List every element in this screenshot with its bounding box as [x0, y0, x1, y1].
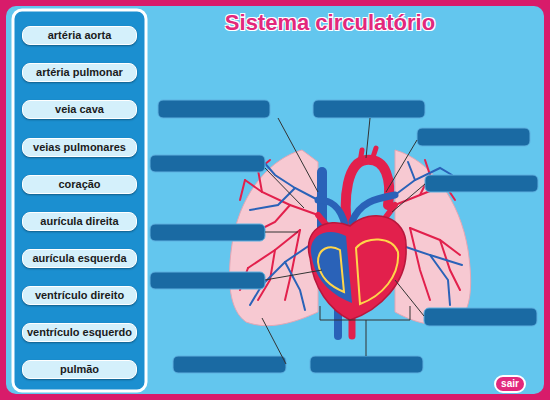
word-button: pulmão — [22, 360, 137, 379]
word-button: coração — [22, 175, 137, 194]
word-button: aurícula direita — [22, 212, 137, 231]
button-label: sair — [501, 379, 519, 389]
button-label: aurícula direita — [40, 216, 118, 227]
button-label: veia cava — [55, 104, 104, 115]
exit-button: sair — [494, 375, 526, 393]
word-button: aurícula esquerda — [22, 249, 137, 268]
word-button: ventrículo esquerdo — [22, 323, 137, 342]
word-button: artéria pulmonar — [22, 63, 137, 82]
button-label: ventrículo direito — [35, 290, 124, 301]
button-label: pulmão — [60, 364, 99, 375]
button-label: ventrículo esquerdo — [27, 327, 132, 338]
word-button: artéria aorta — [22, 26, 137, 45]
button-label: coração — [58, 179, 100, 190]
page-title: Sistema circulatório — [160, 10, 500, 36]
button-label: artéria aorta — [48, 30, 112, 41]
button-label: veias pulmonares — [33, 142, 126, 153]
word-button: veias pulmonares — [22, 138, 137, 157]
word-button: ventrículo direito — [22, 286, 137, 305]
button-label: aurícula esquerda — [32, 253, 126, 264]
word-button: veia cava — [22, 100, 137, 119]
button-label: artéria pulmonar — [36, 67, 123, 78]
